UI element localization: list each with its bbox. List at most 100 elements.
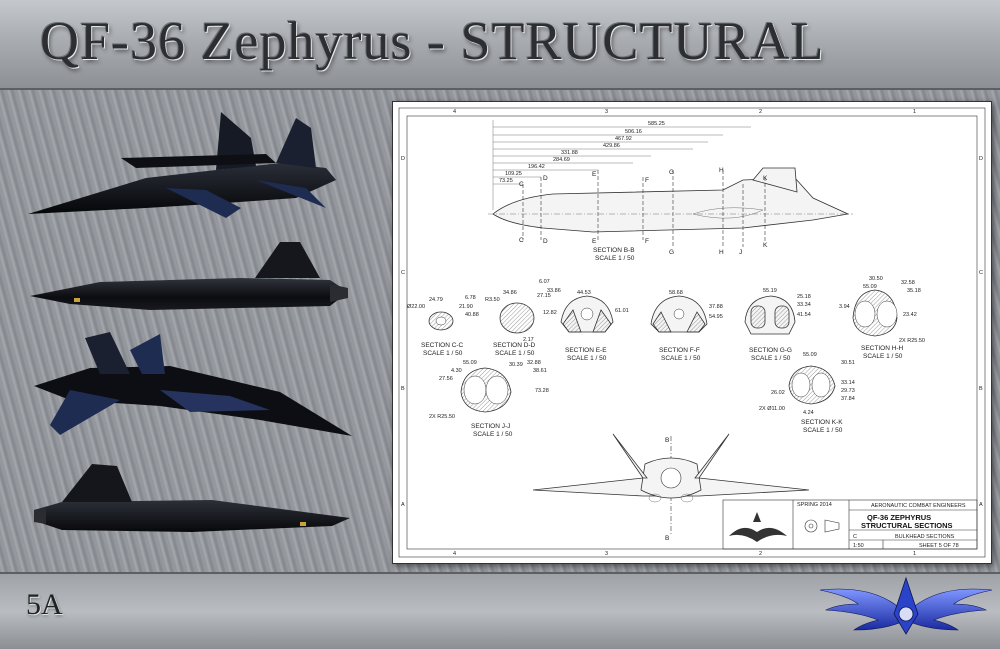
projection-symbol <box>804 519 840 533</box>
cut-label: E <box>592 171 597 178</box>
aircraft-render-top-view <box>28 112 336 218</box>
section-caption: SECTION D-D <box>493 342 536 349</box>
dimension-label: 12.82 <box>543 310 557 316</box>
canopy-outline <box>752 167 798 193</box>
side-view-scale: SCALE 1 / 50 <box>595 255 635 262</box>
section-caption: SECTION C-C <box>421 342 464 349</box>
dimension-label: 37.84 <box>841 396 855 402</box>
page-title: QF-36 Zephyrus - STRUCTURAL <box>40 11 825 71</box>
page-number: 5A <box>26 588 63 621</box>
dimension-label: 30.50 <box>869 276 883 282</box>
dimension-label: 506.16 <box>625 129 642 135</box>
tail-fin-right <box>694 433 730 479</box>
dimension-label: 6.07 <box>539 279 550 285</box>
section-scale: SCALE 1 / 50 <box>495 350 535 357</box>
dimension-label: 32.58 <box>901 280 915 286</box>
cut-label: K <box>763 175 768 182</box>
grid-label-side: B <box>979 386 983 392</box>
dimension-label: 55.09 <box>463 360 477 366</box>
cut-label: B <box>665 437 669 444</box>
section-scale: SCALE 1 / 50 <box>661 355 701 362</box>
section-d-d: 34.86 R3.50 27.15 6.07 2.17 33.86 SECTIO… <box>485 279 561 357</box>
dimension-label: 30.51 <box>841 360 855 366</box>
grid-label-top: 3 <box>605 109 608 115</box>
grid-label-side: A <box>401 502 405 508</box>
grid-label-bottom: 2 <box>759 551 762 557</box>
dimension-label: 2X Ø11.00 <box>759 406 785 412</box>
grid-label-top: 4 <box>453 109 456 115</box>
section-scale: SCALE 1 / 50 <box>863 353 903 360</box>
dimension-label: 58.68 <box>669 290 683 296</box>
section-scale: SCALE 1 / 50 <box>473 431 513 438</box>
title-block: SPRING 2014 AERONAUTIC COMBAT ENGINEERS … <box>722 499 978 550</box>
tail-fin-left <box>612 433 648 479</box>
section-caption: SECTION H-H <box>861 345 904 352</box>
dimension-label: 30.39 <box>509 362 523 368</box>
drawing-canvas: 4 3 2 1 4 3 2 1 D C B A D C B A 585.25 5… <box>398 107 986 558</box>
aircraft-render-bottom-view <box>34 332 352 436</box>
grid-label-bottom: 3 <box>605 551 608 557</box>
dimension-label: 35.18 <box>907 288 921 294</box>
grid-label-side: C <box>401 270 405 276</box>
grid-label-top: 2 <box>759 109 762 115</box>
header-banner: QF-36 Zephyrus - STRUCTURAL <box>0 0 1000 90</box>
cut-label: F <box>645 177 649 184</box>
scale-field: 1:50 <box>853 543 864 549</box>
section-scale: SCALE 1 / 50 <box>803 427 843 434</box>
dimension-label: 33.14 <box>841 380 855 386</box>
dimension-label: 33.86 <box>547 288 561 294</box>
section-j-j: 55.09 30.39 4.30 27.56 32.88 38.61 73.28… <box>429 360 549 438</box>
dimension-label: 23.42 <box>903 312 917 318</box>
dimension-label: 4.30 <box>451 368 462 374</box>
dimension-label: Ø22.00 <box>407 304 425 310</box>
winged-emblem-logo <box>819 576 993 635</box>
dimension-label: 38.61 <box>533 368 547 374</box>
dimension-label: 196.42 <box>528 164 545 170</box>
cut-label: C <box>519 181 524 188</box>
dimension-label: 73.25 <box>499 178 513 184</box>
side-view-caption: SECTION B-B <box>593 247 635 254</box>
dimension-label: 27.56 <box>439 376 453 382</box>
section-c-c: 24.79 Ø22.00 21.90 40.88 6.78 SECTION C-… <box>407 295 479 357</box>
grid-label-top: 1 <box>913 109 916 115</box>
dimension-label: 55.09 <box>863 284 877 290</box>
dimension-label: 40.88 <box>465 312 479 318</box>
description-field: BULKHEAD SECTIONS <box>895 534 955 540</box>
dimension-label: 6.78 <box>465 295 476 301</box>
section-scale: SCALE 1 / 50 <box>751 355 791 362</box>
dimension-label: 585.25 <box>648 121 665 127</box>
dimension-label: 34.86 <box>503 290 517 296</box>
cut-label: E <box>592 238 597 245</box>
side-view-drawing: 585.25 506.16 467.92 429.86 331.88 284.6… <box>488 120 853 262</box>
sheet-field: SHEET 5 OF 78 <box>919 543 959 549</box>
aircraft-render-side-view <box>30 242 348 310</box>
dimension-label: 467.92 <box>615 136 632 142</box>
dimension-label: 29.73 <box>841 388 855 394</box>
cut-label: G <box>669 169 674 176</box>
sheet-border-outer <box>398 107 986 558</box>
grid-label-bottom: 1 <box>913 551 916 557</box>
section-e-e: 44.53 61.01 12.82 SECTION E-E SCALE 1 / … <box>543 290 629 362</box>
section-k-k: 55.09 30.51 26.02 33.14 29.73 37.84 2X Ø… <box>759 352 855 434</box>
dimension-label: 44.53 <box>577 290 591 296</box>
dimension-label: 26.02 <box>771 390 785 396</box>
dimension-label: 33.34 <box>797 302 811 308</box>
cut-label: J <box>739 249 742 256</box>
grid-label-side: C <box>979 270 983 276</box>
dimension-label: 331.88 <box>561 150 578 156</box>
cut-label: D <box>543 238 548 245</box>
cut-label: B <box>665 535 669 542</box>
dimension-label: 54.95 <box>709 314 723 320</box>
cut-label: C <box>519 237 524 244</box>
dimension-label: 2X R25.50 <box>429 414 455 420</box>
cut-label: F <box>645 238 649 245</box>
dimension-label: 3.94 <box>839 304 850 310</box>
dimension-label: 55.09 <box>803 352 817 358</box>
company-name: AERONAUTIC COMBAT ENGINEERS <box>871 503 966 509</box>
dimension-label: 55.19 <box>763 288 777 294</box>
dimension-label: 21.90 <box>459 304 473 310</box>
section-caption: SECTION J-J <box>471 423 510 430</box>
section-scale: SCALE 1 / 50 <box>567 355 607 362</box>
cut-label: H <box>719 249 724 256</box>
drawing-title-line1: QF-36 ZEPHYRUS <box>867 513 931 522</box>
